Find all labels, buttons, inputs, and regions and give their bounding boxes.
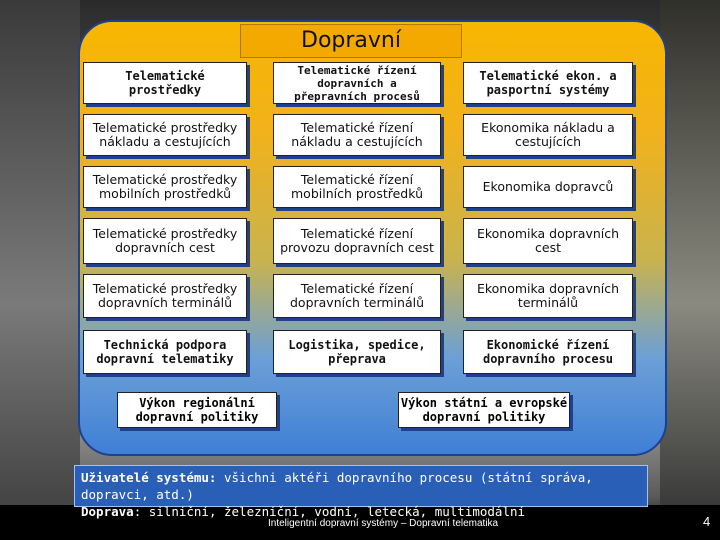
users-line: Uživatelé systému: všichni aktéři doprav…: [81, 469, 641, 503]
slide-title: Dopravní telematika: [240, 24, 462, 58]
users-label: Uživatelé systému:: [81, 470, 216, 485]
cell-r0-c2: Telematické ekon. a pasportní systémy: [463, 62, 633, 104]
cell-r0-c1: Telematické řízení dopravních a přepravn…: [273, 62, 441, 104]
users-info-box: Uživatelé systému: všichni aktéři doprav…: [74, 465, 648, 507]
cell-r1-c0: Telematické prostředky nákladu a cestují…: [83, 114, 247, 156]
background-left-image: [0, 0, 80, 505]
cell-r3-c0: Telematické prostředky dopravních cest: [83, 218, 247, 264]
cell-r2-c0: Telematické prostředky mobilních prostře…: [83, 166, 247, 208]
cell-r3-c1: Telematické řízení provozu dopravních ce…: [273, 218, 441, 264]
transport-text: : silniční, železniční, vodní, letecká, …: [134, 504, 525, 519]
regional-policy-box: Výkon regionální dopravní politiky: [117, 392, 277, 428]
cell-r1-c1: Telematické řízení nákladu a cestujících: [273, 114, 441, 156]
page-number: 4: [703, 514, 710, 529]
cell-r1-c2: Ekonomika nákladu a cestujících: [463, 114, 633, 156]
cell-r3-c2: Ekonomika dopravních cest: [463, 218, 633, 264]
transport-label: Doprava: [81, 504, 134, 519]
cell-r0-c0: Telematické prostředky: [83, 62, 247, 104]
cell-r4-c2: Ekonomika dopravních terminálů: [463, 274, 633, 318]
background-right-image: [660, 0, 720, 505]
cell-r5-c0: Technická podpora dopravní telematiky: [83, 330, 247, 374]
cell-r2-c1: Telematické řízení mobilních prostředků: [273, 166, 441, 208]
cell-r2-c2: Ekonomika dopravců: [463, 166, 633, 208]
state-policy-box: Výkon státní a evropské dopravní politik…: [398, 392, 570, 428]
cell-r4-c0: Telematické prostředky dopravních termin…: [83, 274, 247, 318]
cell-r5-c1: Logistika, spedice, přeprava: [273, 330, 441, 374]
footer-text: Inteligentní dopravní systémy – Dopravní…: [268, 518, 528, 529]
cell-r4-c1: Telematické řízení dopravních terminálů: [273, 274, 441, 318]
cell-r5-c2: Ekonomické řízení dopravního procesu: [463, 330, 633, 374]
